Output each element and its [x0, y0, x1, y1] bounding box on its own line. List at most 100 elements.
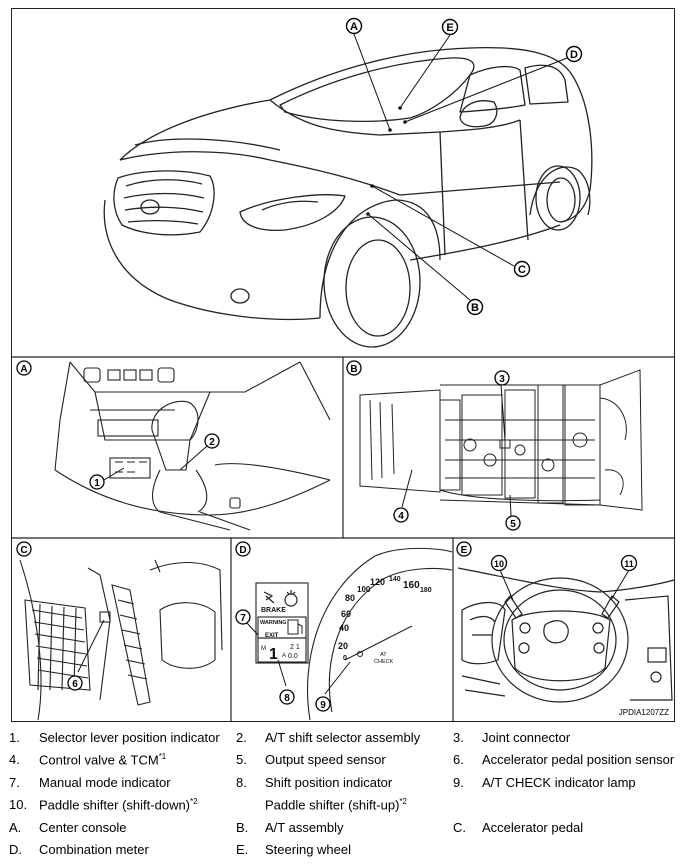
legend-item-footnote: *2	[190, 797, 198, 807]
legend-item-number: 6.	[453, 752, 464, 768]
legend-item-text: Paddle shifter (shift-up)*2	[265, 797, 407, 812]
speed-tick: 80	[345, 593, 355, 603]
legend-item-text: Manual mode indicator	[39, 775, 171, 790]
manual-mode-m: M	[261, 646, 266, 652]
legend-item-number: 8.	[236, 774, 247, 790]
callout-10: 10	[490, 554, 508, 572]
legend-item-text: A/T CHECK indicator lamp	[482, 775, 636, 790]
legend-item-text: Center console	[39, 820, 126, 835]
at-label: AT	[380, 652, 387, 658]
legend-item-number: D.	[9, 841, 22, 857]
callout-2: 2	[204, 433, 220, 449]
svg-text:A: A	[20, 364, 27, 375]
legend-item-number: 7.	[9, 774, 20, 790]
legend-item-text: A/T assembly	[265, 820, 344, 835]
legend-item-number: 9.	[453, 774, 464, 790]
legend-item-number: 10.	[9, 797, 28, 813]
legend-item-label: Joint connector	[482, 730, 571, 745]
gear-position-digit: 1	[269, 646, 278, 663]
legend-item-text: Output speed sensor	[265, 752, 386, 767]
callout-4: 4	[393, 507, 409, 523]
speed-tick: 140	[389, 576, 401, 583]
steering-wheel-illustration	[457, 567, 675, 703]
speed-tick: 100	[357, 585, 371, 594]
legend-item-number: C.	[453, 819, 466, 835]
legend-item-label: Selector lever position indicator	[39, 730, 220, 745]
panel-label-E: E	[456, 541, 472, 557]
legend-item-label: Paddle shifter (shift-down)	[39, 797, 191, 813]
legend-item-text: Control valve & TCM*1	[39, 752, 166, 767]
legend-item-footnote: *2	[399, 797, 407, 807]
legend-item-label: Manual mode indicator	[39, 774, 171, 790]
legend-item-label: A/T CHECK indicator lamp	[482, 774, 636, 790]
callout-C: C	[513, 260, 531, 278]
callout-A: A	[345, 17, 363, 35]
svg-text:9: 9	[320, 700, 326, 711]
center-console-illustration	[54, 361, 331, 531]
speed-tick: 40	[339, 623, 349, 633]
svg-text:1: 1	[94, 478, 100, 489]
legend-item-number: B.	[236, 819, 249, 835]
legend-item-text: Shift position indicator	[265, 775, 392, 790]
svg-text:10: 10	[494, 559, 504, 569]
svg-text:B: B	[350, 364, 357, 375]
legend-item-number: A.	[9, 819, 22, 835]
speed-tick: 180	[420, 587, 432, 594]
callout-markers: A E D C B A B C D E 1 2 3 4 5 6 7 8 9 10…	[16, 17, 638, 712]
callout-8: 8	[279, 689, 295, 705]
legend-item-text: Accelerator pedal	[482, 820, 583, 835]
svg-text:E: E	[446, 22, 453, 34]
combination-meter-illustration: BRAKE WARNING EXIT M 1 A 2 1 0.0 AT CHEC…	[245, 547, 453, 721]
legend-item-text: A/T shift selector assembly	[265, 730, 420, 745]
svg-text:2: 2	[209, 437, 215, 448]
brake-warning-icon	[263, 590, 298, 607]
legend-item-text: Paddle shifter (shift-down)*2	[39, 797, 198, 812]
brake-label: BRAKE	[261, 607, 286, 614]
callout-E: E	[441, 18, 459, 36]
svg-text:11: 11	[624, 559, 634, 569]
svg-text:6: 6	[72, 679, 78, 690]
svg-text:C: C	[518, 264, 526, 276]
exit-label: EXIT	[265, 633, 279, 639]
at-assembly-illustration	[359, 369, 643, 511]
legend-row: 7. Manual mode indicator 8. Shift position …	[9, 775, 679, 797]
auto-mode-a: A	[282, 653, 286, 659]
speed-tick: 60	[341, 609, 351, 619]
legend-item-text: Selector lever position indicator	[39, 730, 220, 745]
legend-item-number: 5.	[236, 752, 247, 768]
legend-item-number: 4.	[9, 752, 20, 768]
svg-text:B: B	[471, 302, 479, 314]
callout-leaders-top	[353, 33, 568, 301]
legend-item-text: Steering wheel	[265, 842, 351, 857]
svg-text:C: C	[20, 545, 27, 556]
legend-item-text: Combination meter	[39, 842, 149, 857]
legend: 1. Selector lever position indicator 2. A/T…	[9, 730, 679, 864]
legend-item-text: Joint connector	[482, 730, 570, 745]
warning-label: WARNING	[260, 620, 287, 626]
legend-item-footnote: *1	[158, 752, 167, 762]
svg-text:D: D	[570, 49, 578, 61]
legend-item-label: A/T assembly	[265, 819, 344, 835]
legend-item-label: Center console	[39, 819, 127, 835]
accelerator-pedal-illustration	[19, 559, 223, 721]
legend-item-label: A/T shift selector assembly	[265, 730, 421, 745]
fuel-icon	[287, 619, 303, 635]
legend-item-number: 2.	[236, 730, 247, 745]
check-label: CHECK	[374, 659, 394, 665]
svg-text:8: 8	[284, 693, 290, 704]
callout-1: 1	[89, 474, 105, 490]
callout-5: 5	[505, 515, 521, 531]
callout-B: B	[466, 298, 484, 316]
callout-D: D	[565, 45, 583, 63]
svg-text:4: 4	[398, 511, 404, 522]
legend-item-number: 1.	[9, 730, 20, 745]
svg-text:A: A	[350, 21, 358, 33]
svg-text:5: 5	[510, 519, 516, 530]
trip-value-2: 0.0	[288, 653, 298, 660]
callout-9: 9	[315, 696, 331, 712]
legend-item-label: Output speed sensor	[265, 752, 386, 768]
legend-row: A. Center console B. A/T assembly C. Accelera…	[9, 820, 679, 842]
